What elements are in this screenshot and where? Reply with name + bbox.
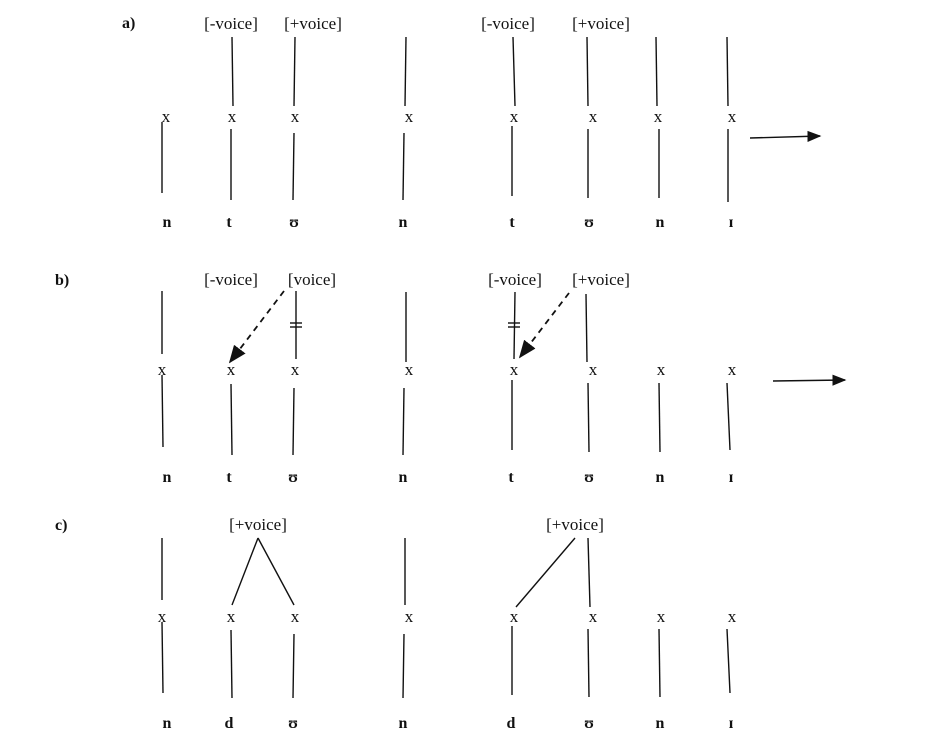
segment: ʊ [288, 715, 298, 732]
association-lines [161, 537, 731, 699]
feature-plus-voice: [+voice] [546, 515, 604, 534]
segment: d [507, 715, 516, 732]
segment-tier: n t ʊ n t ʊ n ɪ [163, 214, 734, 231]
panel-b-label: b) [55, 272, 69, 289]
segment: ʊ [584, 469, 594, 486]
timing-slot: x [162, 107, 171, 126]
segment: n [399, 214, 408, 231]
timing-slot: x [291, 107, 300, 126]
segment: ʊ [584, 214, 594, 231]
feature-minus-voice: [-voice] [488, 270, 542, 289]
timing-slot: x [728, 107, 737, 126]
arrow-right-icon [749, 130, 822, 142]
segment: ʊ [288, 469, 298, 486]
segment: ɪ [729, 715, 734, 732]
timing-slot: x [405, 107, 414, 126]
segment: n [163, 469, 172, 486]
feature-minus-voice: [-voice] [204, 270, 258, 289]
feature-plus-voice: [+voice] [284, 14, 342, 33]
timing-slot: x [589, 107, 598, 126]
timing-slot: x [227, 607, 236, 626]
spreading-arrow [518, 292, 570, 359]
panel-c-label: c) [55, 517, 67, 534]
timing-slot: x [654, 107, 663, 126]
segment: t [226, 214, 232, 231]
segment: d [225, 715, 234, 732]
timing-tier: x x x x x x x x [158, 360, 737, 379]
spreading-arrow [228, 290, 285, 364]
feature-plus-voice: [+voice] [572, 14, 630, 33]
timing-slot: x [227, 360, 236, 379]
association-lines [161, 36, 729, 202]
segment: ʊ [289, 214, 299, 231]
timing-slot: x [405, 607, 414, 626]
timing-slot: x [228, 107, 237, 126]
timing-slot: x [405, 360, 414, 379]
segment: t [509, 214, 515, 231]
feature-plus-voice: [+voice] [229, 515, 287, 534]
timing-slot: x [510, 107, 519, 126]
timing-slot: x [510, 360, 519, 379]
segment: n [163, 715, 172, 732]
feature-minus-voice: [-voice] [204, 14, 258, 33]
timing-slot: x [657, 360, 666, 379]
timing-slot: x [657, 607, 666, 626]
segment: n [163, 214, 172, 231]
panel-b: b) [-voice] [voice] [-voice] [+voice] [55, 270, 847, 486]
timing-slot: x [728, 360, 737, 379]
segment: n [656, 715, 665, 732]
timing-slot: x [589, 360, 598, 379]
association-lines [161, 291, 731, 456]
segment-tier: n t ʊ n t ʊ n ɪ [163, 469, 734, 486]
segment-tier: n d ʊ n d ʊ n ɪ [163, 715, 734, 732]
panel-a: a) [-voice] [+voice] [-voice] [+voice] x… [122, 14, 822, 231]
timing-slot: x [291, 360, 300, 379]
segment: n [399, 715, 408, 732]
feature-voice: [voice] [288, 270, 336, 289]
segment: n [656, 214, 665, 231]
panel-c: c) [+voice] [+voice] x x x x x x x [55, 515, 737, 732]
feature-minus-voice: [-voice] [481, 14, 535, 33]
timing-slot: x [291, 607, 300, 626]
feature-plus-voice: [+voice] [572, 270, 630, 289]
timing-slot: x [510, 607, 519, 626]
timing-tier: x x x x x x x x [162, 107, 737, 126]
timing-slot: x [158, 607, 167, 626]
panel-a-label: a) [122, 15, 135, 32]
timing-slot: x [728, 607, 737, 626]
segment: t [226, 469, 232, 486]
segment: ʊ [584, 715, 594, 732]
timing-slot: x [589, 607, 598, 626]
segment: ɪ [729, 469, 734, 486]
timing-slot: x [158, 360, 167, 379]
arrow-right-icon [772, 374, 847, 386]
segment: n [656, 469, 665, 486]
segment: n [399, 469, 408, 486]
segment: t [508, 469, 514, 486]
timing-tier: x x x x x x x x [158, 607, 737, 626]
segment: ɪ [729, 214, 734, 231]
